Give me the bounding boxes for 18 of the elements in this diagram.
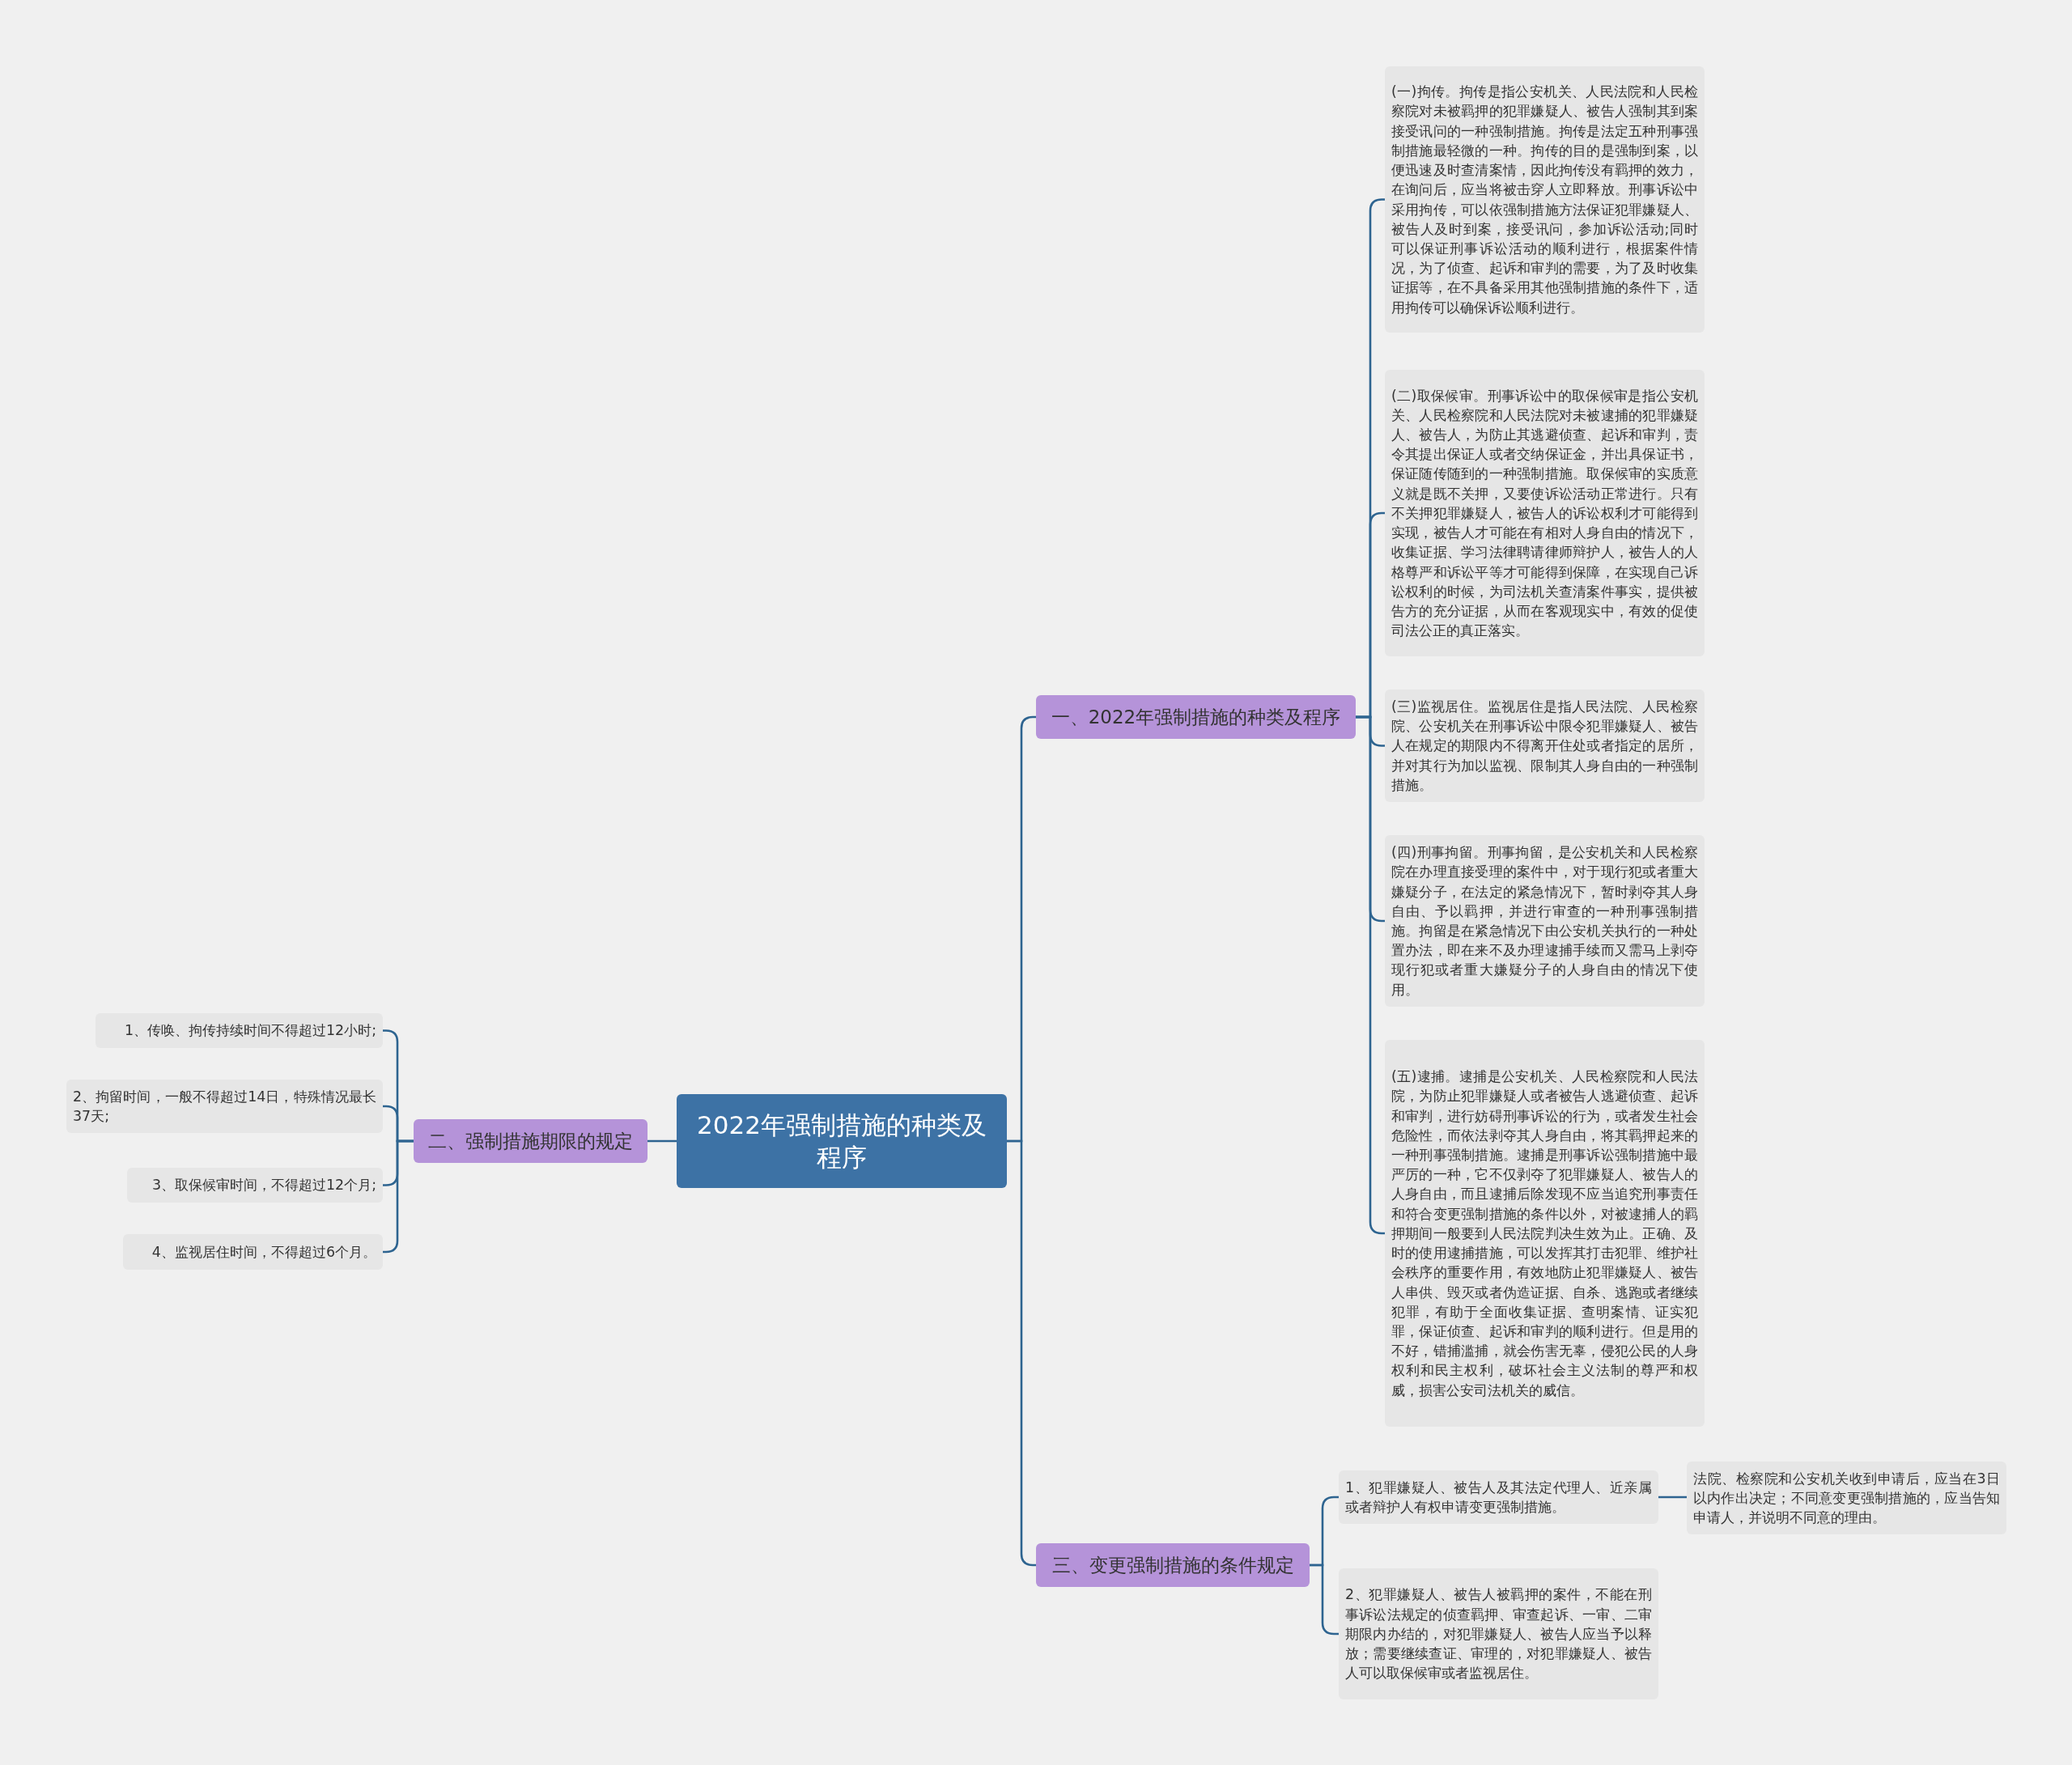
text-card: (三)监视居住。监视居住是指人民法院、人民检察院、公安机关在刑事诉讼中限令犯罪嫌疑人、被告人在规定的期限内不得离开住处或者指定的居所，并对其行为加以监视、限制其人身自由的一种强制措施。	[1385, 689, 1705, 802]
branch-topic-box: 二、强制措施期限的规定	[414, 1119, 648, 1163]
text-card: 1、传唤、拘传持续时间不得超过12小时;	[96, 1013, 383, 1048]
root-topic-box: 2022年强制措施的种类及程序	[677, 1094, 1007, 1188]
text-card: 2、犯罪嫌疑人、被告人被羁押的案件，不能在刑事诉讼法规定的侦查羁押、审查起诉、一审、二审期限内办结的，对犯罪嫌疑人、被告人应当予以释放；需要继续查证、审理的，对犯罪嫌疑人、被告人可以取保候审或者监视居住。	[1339, 1568, 1658, 1699]
text-card: 3、取保候审时间，不得超过12个月;	[127, 1168, 383, 1203]
text-card: 2、拘留时间，一般不得超过14日，特殊情况最长37天;	[66, 1080, 383, 1133]
connector-line	[1658, 1496, 1687, 1499]
connector-line	[648, 1139, 677, 1143]
text-card: (二)取保候审。刑事诉讼中的取保候审是指公安机关、人民检察院和人民法院对未被逮捕的犯罪嫌疑人、被告人，为防止其逃避侦查、起诉和审判，责令其提出保证人或者交纳保证金，并出具保证书，保证随传随到的一种强制措施。取保候审的实质意义就是既不关押，又要使诉讼活动正常进行。只有不关押犯罪嫌疑人，被告人的诉讼权利才可能得到实现，被告人才可能在有相对人身自由的情况下，收集证据、学习法律聘请律师辩护人，被告人的人格尊严和诉讼平等才可能得到保障，在实现自己诉讼权利的时候，为司法机关查清案件事实，提供被告方的充分证据，从而在客观现实中，有效的促使司法公正的真正落实。	[1385, 370, 1705, 656]
text-card: 1、犯罪嫌疑人、被告人及其法定代理人、近亲属或者辩护人有权申请变更强制措施。	[1339, 1470, 1658, 1524]
branch-topic-box: 三、变更强制措施的条件规定	[1036, 1543, 1310, 1587]
text-card: (一)拘传。拘传是指公安机关、人民法院和人民检察院对未被羁押的犯罪嫌疑人、被告人强制其到案接受讯问的一种强制措施。拘传是法定五种刑事强制措施最轻微的一种。拘传的目的是强制到案，以便迅速及时查清案情，因此拘传没有羁押的效力，在询问后，应当将被击穿人立即释放。刑事诉讼中采用拘传，可以依强制措施方法保证犯罪嫌疑人、被告人及时到案，接受讯问，参加诉讼活动;同时可以保证刑事诉讼活动的顺利进行，根据案件情况，为了侦查、起诉和审判的需要，为了及时收集证据等，在不具备采用其他强制措施的条件下，适用拘传可以确保诉讼顺利进行。	[1385, 66, 1705, 333]
text-card: 法院、检察院和公安机关收到申请后，应当在3日以内作出决定；不同意变更强制措施的，应当告知申请人，并说明不同意的理由。	[1687, 1462, 2006, 1534]
text-card: (四)刑事拘留。刑事拘留，是公安机关和人民检察院在办理直接受理的案件中，对于现行犯或者重大嫌疑分子，在法定的紧急情况下，暂时剥夺其人身自由、予以羁押，并进行审查的一种刑事强制措施。拘留是在紧急情况下由公安机关执行的一种处置办法，即在来不及办理逮捕手续而又需马上剥夺现行犯或者重大嫌疑分子的人身自由的情况下使用。	[1385, 835, 1705, 1007]
branch-topic-box: 一、2022年强制措施的种类及程序	[1036, 695, 1356, 739]
text-card: 4、监视居住时间，不得超过6个月。	[123, 1234, 383, 1270]
text-card: (五)逮捕。逮捕是公安机关、人民检察院和人民法院，为防止犯罪嫌疑人或者被告人逃避侦查、起诉和审判，进行妨碍刑事诉讼的行为，或者发生社会危险性，而依法剥夺其人身自由，将其羁押起来的一种刑事强制措施。逮捕是刑事诉讼强制措施中最严厉的一种，它不仅剥夺了犯罪嫌疑人、被告人的人身自由，而且逮捕后除发现不应当追究刑事责任和符合变更强制措施的条件以外，对被逮捕人的羁押期间一般要到人民法院判决生效为止。正确、及时的使用逮捕措施，可以发挥其打击犯罪、维护社会秩序的重要作用，有效地防止犯罪嫌疑人、被告人串供、毁灭或者伪造证据、自杀、逃跑或者继续犯罪，有助于全面收集证据、查明案情、证实犯罪，保证侦查、起诉和审判的顺利进行。但是用的不好，错捕滥捕，就会伤害无辜，侵犯公民的人身权利和民主权利，破坏社会主义法制的尊严和权威，损害公安司法机关的威信。	[1385, 1040, 1705, 1427]
